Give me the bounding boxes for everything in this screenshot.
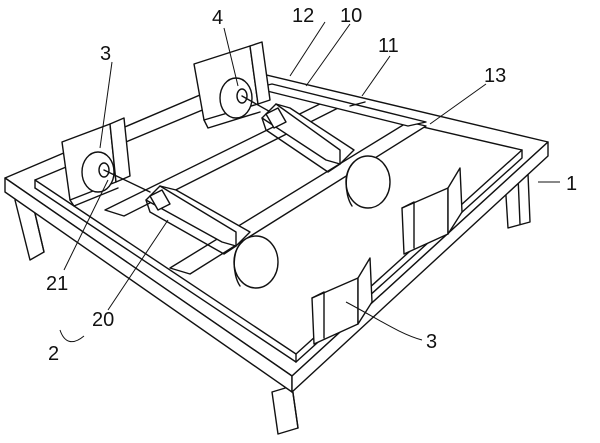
roller-upper (261, 103, 355, 173)
leaders (59, 21, 560, 343)
label-10: 10 (340, 5, 362, 27)
label-3-bottom: 3 (426, 331, 437, 353)
base-frame (4, 71, 549, 393)
label-3-top: 3 (100, 43, 111, 65)
label-13: 13 (484, 65, 506, 87)
bracket-front (311, 257, 373, 345)
bracket-mid (401, 167, 463, 255)
disc-left (81, 151, 151, 193)
label-12: 12 (292, 5, 314, 27)
label-2: 2 (48, 343, 59, 365)
label-11: 11 (378, 35, 399, 57)
label-21: 21 (46, 273, 68, 295)
roller-lower (145, 185, 251, 255)
label-20: 20 (92, 309, 114, 331)
label-1: 1 (566, 173, 577, 195)
wheel-back (345, 155, 391, 209)
wheel-front (233, 235, 279, 289)
label-4: 4 (212, 7, 223, 29)
leg-front (271, 385, 299, 435)
